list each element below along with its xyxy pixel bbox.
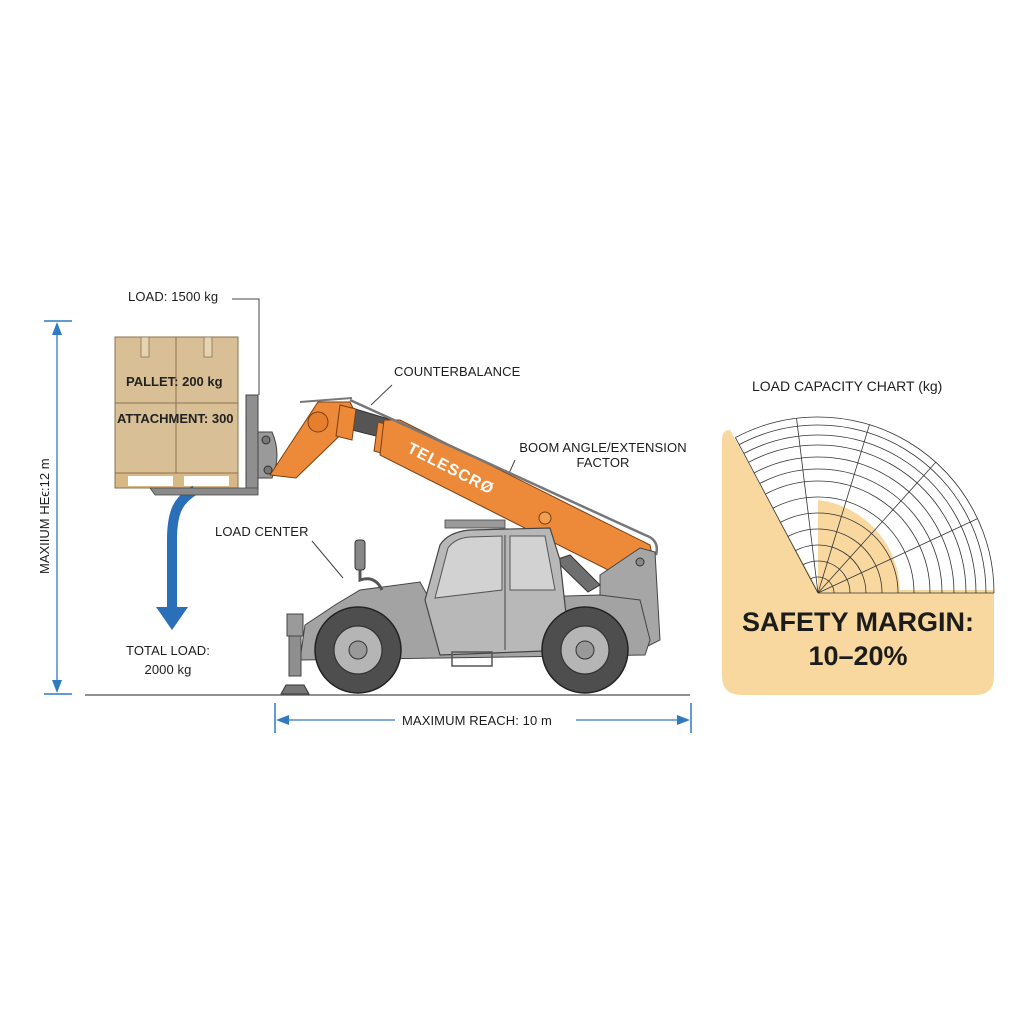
load-boxes xyxy=(114,336,239,489)
boom-factor-label: BOOM ANGLE/EXTENSION FACTOR xyxy=(519,440,687,470)
load-center-leader xyxy=(311,540,344,579)
attachment-label: ATTACHMENT: 300 xyxy=(117,411,234,426)
load-leader-line xyxy=(232,298,260,395)
fork-carriage xyxy=(149,394,278,496)
counterbalance-label: COUNTERBALANCE xyxy=(394,364,521,379)
max-reach-label: MAXIMUM REACH: 10 m xyxy=(402,713,552,728)
max-height-label: MAXIIUM HEϵ:12 m xyxy=(37,458,52,574)
front-wheel xyxy=(314,606,402,694)
rear-wheel xyxy=(541,606,629,694)
safety-margin-label: SAFETY MARGIN: 10–20% xyxy=(741,607,974,671)
telescopic-boom xyxy=(269,397,659,581)
max-height-dimension xyxy=(44,320,72,695)
load-center-label: LOAD CENTER xyxy=(215,524,309,539)
total-load-label: TOTAL LOAD: 2000 kg xyxy=(126,643,210,677)
chart-title: LOAD CAPACITY CHART (kg) xyxy=(752,378,943,394)
max-reach-dimension xyxy=(274,703,692,733)
pallet-label: PALLET: 200 kg xyxy=(126,374,223,389)
counterbalance-leader xyxy=(370,384,393,406)
load-label: LOAD: 1500 kg xyxy=(128,289,219,304)
